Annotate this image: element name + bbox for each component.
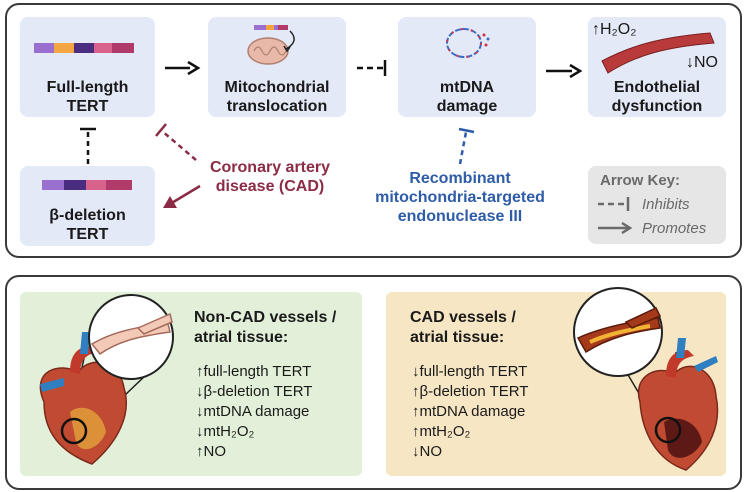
non-cad-title-2: atrial tissue: bbox=[194, 329, 289, 346]
promote-arrowhead-1 bbox=[187, 60, 201, 76]
cad-box: CAD vessels / atrial tissue: ↓full-lengt… bbox=[386, 287, 726, 476]
mtdna-damage-box: mtDNA damage bbox=[398, 17, 536, 117]
cad-label: Coronary artery disease (CAD) bbox=[190, 158, 350, 196]
top-connectors bbox=[80, 60, 583, 208]
beta-deletion-tert-box: β-deletion TERT bbox=[20, 166, 155, 246]
non-cad-box: Non-CAD vessels / atrial tissue: ↑full-l… bbox=[20, 292, 362, 476]
beta-deletion-gene-bar-icon bbox=[42, 180, 132, 190]
non-cad-item: ↑NO bbox=[196, 443, 226, 460]
arrow-key-title: Arrow Key: bbox=[600, 172, 681, 189]
mitochondrion-icon bbox=[247, 25, 295, 65]
promotes-key-label: Promotes bbox=[642, 220, 707, 237]
mtdna-damage-label-1: mtDNA bbox=[439, 79, 495, 96]
h2o2-up-label: ↑H₂O₂ bbox=[592, 21, 637, 38]
non-cad-item: ↓β-deletion TERT bbox=[196, 383, 313, 400]
endonuclease-label-2: mitochondria-targeted bbox=[375, 189, 545, 206]
blood-vessel-icon bbox=[601, 32, 715, 74]
non-cad-title-1: Non-CAD vessels / bbox=[194, 309, 337, 326]
cad-item: ↑mtH₂O₂ bbox=[412, 423, 471, 440]
cad-label-1: Coronary artery bbox=[209, 159, 331, 176]
mtdna-damage-label-2: damage bbox=[436, 98, 498, 115]
cad-title-1: CAD vessels / bbox=[410, 309, 516, 326]
non-cad-item: ↓mtDNA damage bbox=[196, 403, 310, 420]
full-length-tert-box: Full-length TERT bbox=[20, 17, 155, 117]
cad-item: ↓NO bbox=[412, 443, 442, 460]
no-down-label: ↓NO bbox=[686, 54, 718, 71]
promote-arrowhead-2 bbox=[569, 63, 583, 79]
mito-translocation-label-2: translocation bbox=[226, 98, 328, 115]
endothelial-label-2: dysfunction bbox=[611, 98, 703, 115]
endonuclease-inhibit-connector bbox=[458, 131, 468, 165]
diseased-heart-icon bbox=[573, 287, 719, 471]
endothelial-dysfunction-box: ↑H₂O₂ ↓NO Endothelial dysfunction bbox=[588, 17, 726, 117]
inhibits-key-label: Inhibits bbox=[642, 196, 690, 213]
mito-translocation-box: Mitochondrial translocation bbox=[208, 17, 346, 117]
cad-title: CAD vessels / atrial tissue: bbox=[410, 308, 516, 348]
beta-deletion-label-1: β-deletion bbox=[49, 207, 126, 224]
endonuclease-label-3: endonuclease III bbox=[397, 208, 523, 225]
cad-item: ↓full-length TERT bbox=[412, 363, 528, 380]
inhibit-key-icon bbox=[598, 197, 630, 211]
endothelial-label-1: Endothelial bbox=[613, 79, 701, 96]
full-length-tert-label-1: Full-length bbox=[46, 79, 129, 96]
cad-item: ↑β-deletion TERT bbox=[412, 383, 529, 400]
non-cad-item: ↑full-length TERT bbox=[196, 363, 312, 380]
promote-key-icon bbox=[598, 221, 633, 235]
mtdna-damage-icon bbox=[446, 28, 490, 58]
cad-promote-arrow bbox=[169, 184, 201, 206]
cad-label-2: disease (CAD) bbox=[215, 178, 325, 195]
non-cad-list: ↑full-length TERT ↓β-deletion TERT ↓mtDN… bbox=[196, 362, 312, 462]
endonuclease-label-1: Recombinant bbox=[409, 170, 511, 187]
mito-translocation-label-1: Mitochondrial bbox=[224, 79, 330, 96]
non-cad-item: ↓mtH₂O₂ bbox=[196, 423, 255, 440]
cad-inhibit-connector bbox=[161, 130, 197, 161]
cad-item: ↑mtDNA damage bbox=[412, 403, 526, 420]
cad-list: ↓full-length TERT ↑β-deletion TERT ↑mtDN… bbox=[412, 362, 528, 462]
arrow-key-legend: Arrow Key: Inhibits Promotes bbox=[588, 166, 726, 244]
beta-deletion-label-2: TERT bbox=[66, 226, 109, 243]
non-cad-title: Non-CAD vessels / atrial tissue: bbox=[194, 308, 336, 348]
full-length-tert-label-2: TERT bbox=[66, 98, 109, 115]
cad-title-2: atrial tissue: bbox=[410, 329, 505, 346]
healthy-heart-icon bbox=[39, 294, 174, 465]
endonuclease-label: Recombinant mitochondria-targeted endonu… bbox=[345, 169, 575, 226]
tert-gene-bar-icon bbox=[34, 43, 134, 53]
